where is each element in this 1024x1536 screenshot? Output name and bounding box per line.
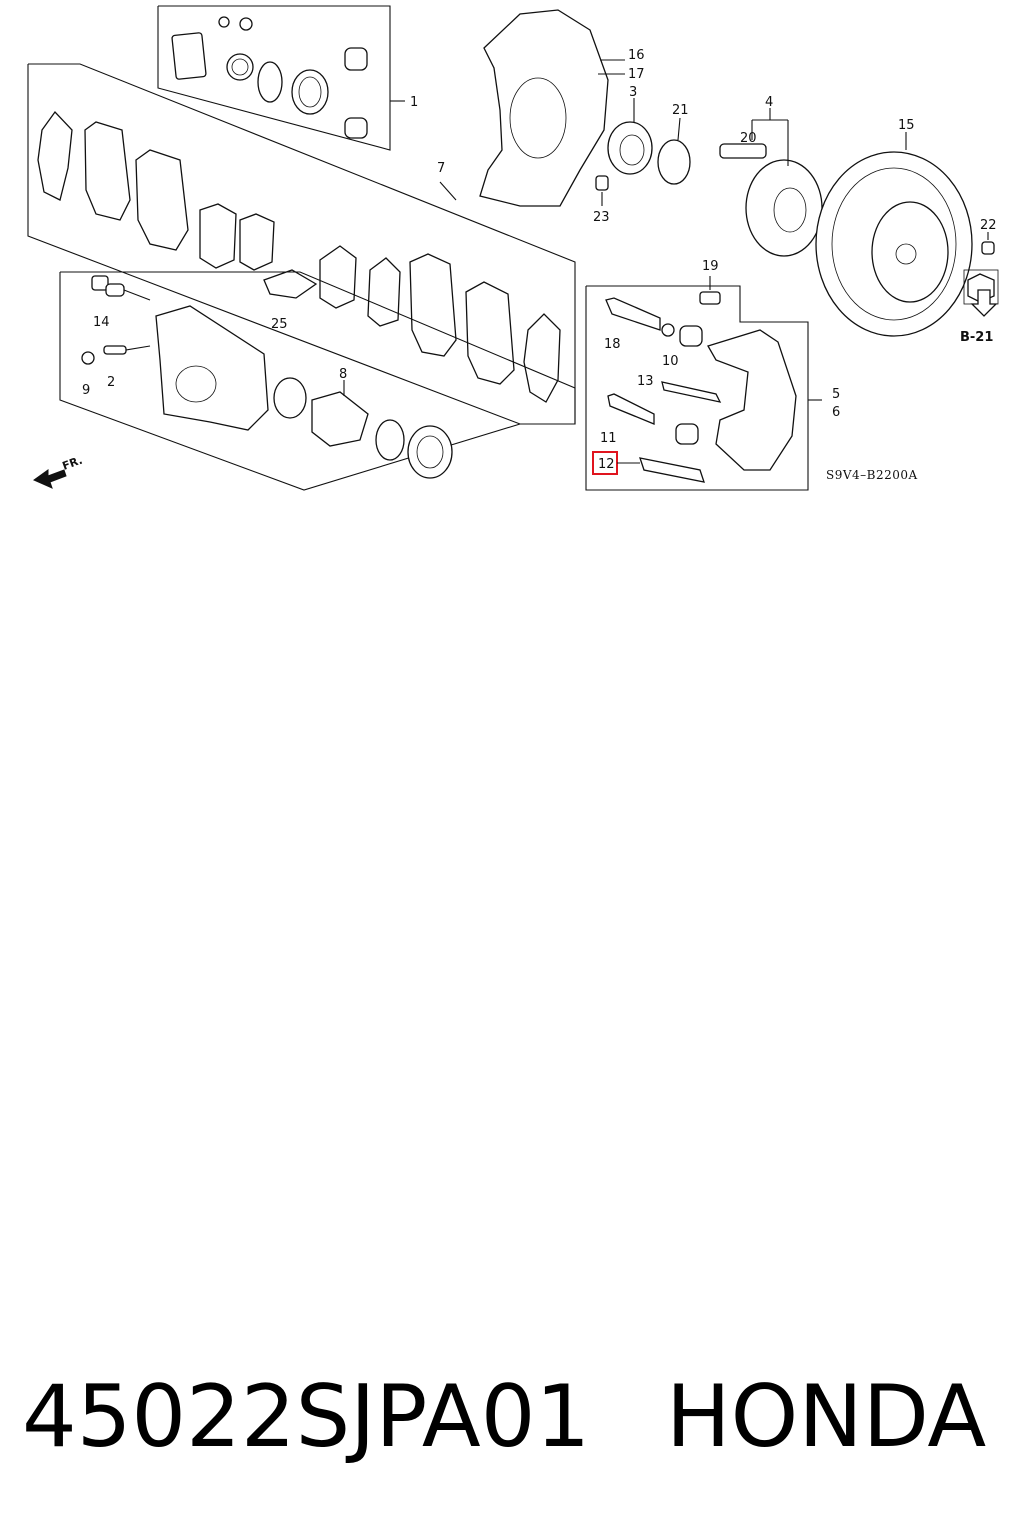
callout-10: 10	[662, 354, 679, 369]
caption-bar: 45022SJPA01 HONDA	[0, 1362, 1024, 1472]
callout-21: 21	[672, 103, 689, 118]
diagram-code: S9V4–B2200A	[826, 468, 918, 482]
callout-4: 4	[765, 95, 773, 110]
brand-name: HONDA	[666, 1367, 987, 1467]
reference-label: B-21	[960, 330, 993, 345]
callout-1: 1	[410, 95, 418, 110]
bolt-23	[595, 175, 609, 206]
callout-7: 7	[437, 161, 445, 176]
brake-disc	[815, 132, 973, 337]
callout-8: 8	[339, 367, 347, 382]
callout-25: 25	[271, 317, 288, 332]
callout-16: 16	[628, 48, 645, 63]
callout-19: 19	[702, 259, 719, 274]
callout-5: 5	[832, 387, 840, 402]
front-label: FR.	[61, 454, 85, 473]
hub	[745, 108, 823, 257]
disc-screw	[981, 232, 995, 255]
callout-9: 9	[82, 383, 90, 398]
bracket-group	[585, 276, 822, 491]
callout-18: 18	[604, 337, 621, 352]
callout-11: 11	[600, 431, 617, 446]
splash-guard	[479, 9, 625, 207]
seal-kit-group	[157, 5, 405, 151]
pad-set-group	[27, 63, 576, 425]
callout-22: 22	[980, 218, 997, 233]
hub-nut	[963, 269, 999, 317]
callout-3: 3	[629, 85, 637, 100]
callout-15: 15	[898, 118, 915, 133]
callout-23: 23	[593, 210, 610, 225]
wheel-bearing	[607, 98, 653, 175]
part-number: 45022SJPA01	[22, 1367, 591, 1467]
front-arrow-icon	[32, 469, 67, 489]
hub-bolt	[719, 120, 767, 159]
callout-6: 6	[832, 405, 840, 420]
callout-2: 2	[107, 375, 115, 390]
snap-ring	[657, 117, 691, 185]
callout-12: 12	[598, 457, 615, 472]
callout-14: 14	[93, 315, 110, 330]
callout-17: 17	[628, 67, 645, 82]
caliper-group	[59, 271, 576, 491]
parts-diagram: 1 2 3 4 5 6 7 8 9 10 11 12 13 14 15 16 1…	[27, 5, 999, 491]
callout-13: 13	[637, 374, 654, 389]
callout-20: 20	[740, 131, 757, 146]
